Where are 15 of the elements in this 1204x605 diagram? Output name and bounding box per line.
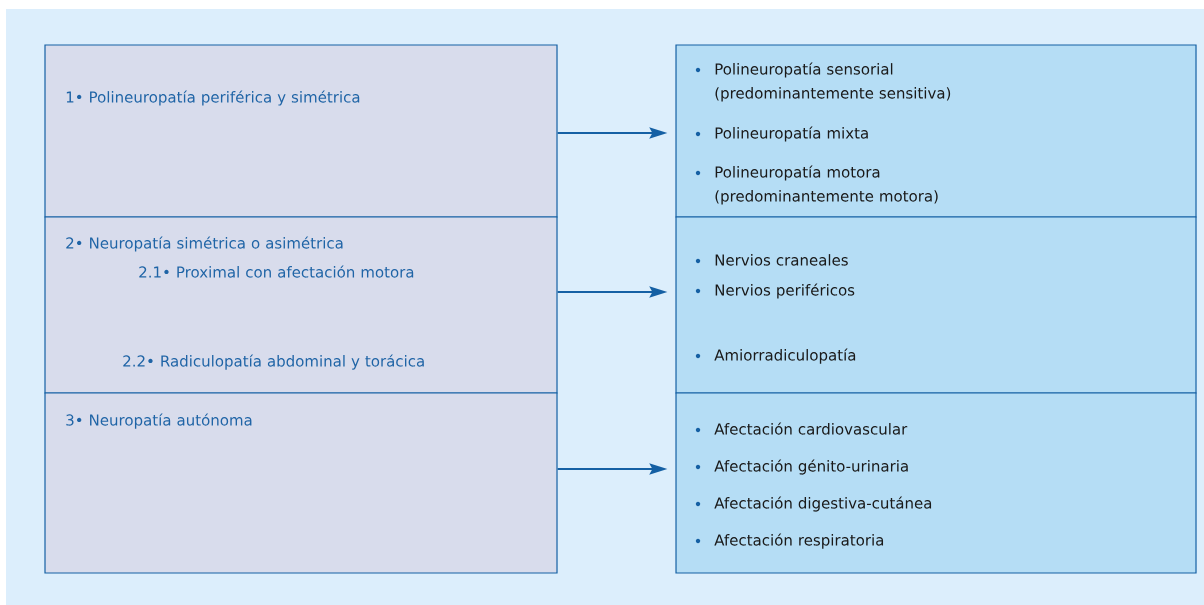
list-item: Nervios periféricos <box>715 283 855 299</box>
list-item: Afectación digestiva-cutánea <box>714 496 932 512</box>
list-item: Amiorradiculopatía <box>714 348 856 364</box>
list-item: Afectación cardiovascular <box>714 422 908 435</box>
category-text: 2.2• Radiculopatía abdominal y torácica <box>123 354 424 370</box>
category-text: 2.1• Proximal con afectación motora <box>139 265 414 278</box>
category-text: 1• Polineuropatía periférica y simétrica <box>66 90 360 106</box>
list-item: Polineuropatía mixta <box>715 126 868 142</box>
list-item: Nervios craneales <box>715 254 848 266</box>
list-item: Afectación respiratoria <box>714 533 884 549</box>
list-item: Afectación génito-urinaria <box>714 459 908 475</box>
list-item: Polineuropatía sensorial (predominantemente sensitiva) <box>715 62 951 102</box>
category-text: 2• Neuropatía simétrica o asimétrica <box>66 236 343 252</box>
list-item: Polineuropatía motora (predominantemente motora) <box>715 165 938 205</box>
category-text: 3• Neuropatía autónoma <box>66 413 252 429</box>
